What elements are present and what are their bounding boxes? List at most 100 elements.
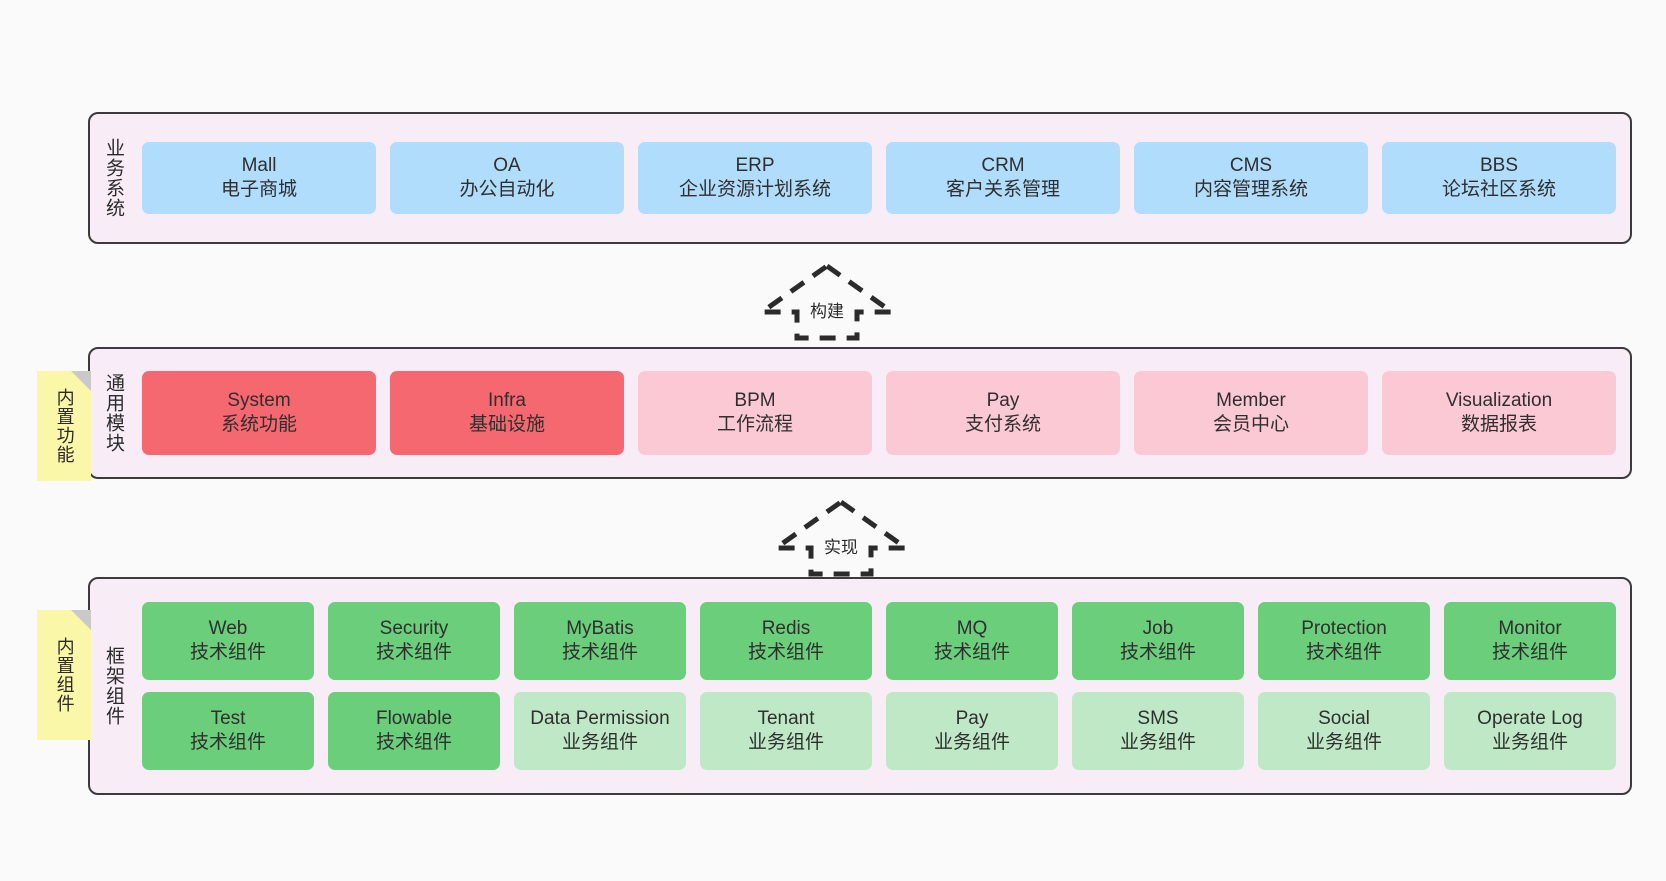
- framework-components-label: 框架组件: [103, 646, 125, 726]
- common-modules-cards: System 系统功能 Infra 基础设施 BPM 工作流程 Pay 支付系统 Member 会…: [136, 349, 1630, 477]
- card-subtitle: 工作流程: [716, 414, 793, 435]
- card-subtitle: 办公自动化: [459, 179, 555, 200]
- card-title: Infra: [487, 389, 527, 411]
- card-pay[interactable]: Pay 支付系统: [886, 371, 1120, 455]
- card-subtitle: 系统功能: [220, 414, 297, 435]
- card-subtitle: 会员中心: [1212, 414, 1289, 435]
- card-social[interactable]: Social 业务组件: [1258, 692, 1430, 770]
- card-test[interactable]: Test 技术组件: [142, 692, 314, 770]
- card-security[interactable]: Security 技术组件: [328, 602, 500, 680]
- card-web[interactable]: Web 技术组件: [142, 602, 314, 680]
- card-system[interactable]: System 系统功能: [142, 371, 376, 455]
- card-subtitle: 业务组件: [933, 732, 1010, 753]
- card-title: Member: [1216, 389, 1286, 411]
- card-title: Flowable: [375, 707, 453, 729]
- card-title: System: [227, 389, 291, 411]
- card-bbs[interactable]: BBS 论坛社区系统: [1382, 142, 1616, 214]
- common-modules-layer: 通用模块 System 系统功能 Infra 基础设施 BPM 工作流程 Pay 支付系统 Me…: [88, 347, 1632, 479]
- card-subtitle: 论坛社区系统: [1441, 179, 1556, 200]
- card-mall[interactable]: Mall 电子商城: [142, 142, 376, 214]
- card-cms[interactable]: CMS 内容管理系统: [1134, 142, 1368, 214]
- card-visualization[interactable]: Visualization 数据报表: [1382, 371, 1616, 455]
- card-mq[interactable]: MQ 技术组件: [886, 602, 1058, 680]
- implement-arrow: 实现: [772, 498, 910, 578]
- card-title: Data Permission: [530, 707, 670, 729]
- card-bpm[interactable]: BPM 工作流程: [638, 371, 872, 455]
- card-tenant[interactable]: Tenant 业务组件: [700, 692, 872, 770]
- build-arrow-label: 构建: [807, 296, 847, 323]
- card-title: Pay: [955, 707, 989, 729]
- card-subtitle: 基础设施: [468, 414, 545, 435]
- implement-arrow-label: 实现: [821, 532, 861, 559]
- card-sms[interactable]: SMS 业务组件: [1072, 692, 1244, 770]
- card-subtitle: 技术组件: [561, 642, 638, 663]
- card-subtitle: 客户关系管理: [945, 179, 1060, 200]
- card-subtitle: 电子商城: [220, 179, 297, 200]
- card-title: Protection: [1301, 617, 1387, 639]
- card-title: CRM: [981, 154, 1025, 176]
- card-subtitle: 技术组件: [1305, 642, 1382, 663]
- card-subtitle: 业务组件: [561, 732, 638, 753]
- card-title: CMS: [1229, 154, 1273, 176]
- card-title: Operate Log: [1477, 707, 1583, 729]
- card-title: Web: [208, 617, 248, 639]
- card-protection[interactable]: Protection 技术组件: [1258, 602, 1430, 680]
- card-subtitle: 业务组件: [1305, 732, 1382, 753]
- card-subtitle: 业务组件: [747, 732, 824, 753]
- card-title: Mall: [241, 154, 277, 176]
- card-member[interactable]: Member 会员中心: [1134, 371, 1368, 455]
- card-subtitle: 支付系统: [964, 414, 1041, 435]
- card-infra[interactable]: Infra 基础设施: [390, 371, 624, 455]
- card-title: Security: [379, 617, 449, 639]
- card-title: Visualization: [1445, 389, 1553, 411]
- card-subtitle: 技术组件: [1119, 642, 1196, 663]
- card-subtitle: 企业资源计划系统: [678, 179, 831, 200]
- card-title: MQ: [956, 617, 988, 639]
- card-title: Pay: [986, 389, 1020, 411]
- card-subtitle: 数据报表: [1460, 414, 1537, 435]
- card-data-permission[interactable]: Data Permission 业务组件: [514, 692, 686, 770]
- card-subtitle: 技术组件: [375, 732, 452, 753]
- card-flowable[interactable]: Flowable 技术组件: [328, 692, 500, 770]
- card-title: Monitor: [1498, 617, 1562, 639]
- card-title: Job: [1142, 617, 1174, 639]
- business-systems-label: 业务系统: [103, 138, 125, 218]
- card-title: MyBatis: [566, 617, 634, 639]
- card-subtitle: 技术组件: [747, 642, 824, 663]
- card-subtitle: 技术组件: [189, 732, 266, 753]
- card-job[interactable]: Job 技术组件: [1072, 602, 1244, 680]
- sticky-note-builtin-components: 内置组件: [37, 610, 91, 740]
- card-subtitle: 内容管理系统: [1193, 179, 1308, 200]
- card-subtitle: 技术组件: [189, 642, 266, 663]
- sticky-note-builtin-features: 内置功能: [37, 371, 91, 481]
- card-redis[interactable]: Redis 技术组件: [700, 602, 872, 680]
- card-title: Test: [210, 707, 246, 729]
- card-subtitle: 技术组件: [933, 642, 1010, 663]
- card-subtitle: 业务组件: [1491, 732, 1568, 753]
- build-arrow: 构建: [758, 262, 896, 342]
- card-title: SMS: [1137, 707, 1179, 729]
- common-modules-label: 通用模块: [103, 373, 125, 453]
- card-crm[interactable]: CRM 客户关系管理: [886, 142, 1120, 214]
- card-title: Tenant: [757, 707, 815, 729]
- card-title: BPM: [734, 389, 776, 411]
- card-subtitle: 业务组件: [1119, 732, 1196, 753]
- card-title: ERP: [735, 154, 775, 176]
- card-operate-log[interactable]: Operate Log 业务组件: [1444, 692, 1616, 770]
- card-subtitle: 技术组件: [1491, 642, 1568, 663]
- card-pay[interactable]: Pay 业务组件: [886, 692, 1058, 770]
- card-erp[interactable]: ERP 企业资源计划系统: [638, 142, 872, 214]
- card-monitor[interactable]: Monitor 技术组件: [1444, 602, 1616, 680]
- card-mybatis[interactable]: MyBatis 技术组件: [514, 602, 686, 680]
- card-title: BBS: [1479, 154, 1519, 176]
- card-subtitle: 技术组件: [375, 642, 452, 663]
- card-title: Redis: [761, 617, 811, 639]
- card-title: Social: [1318, 707, 1370, 729]
